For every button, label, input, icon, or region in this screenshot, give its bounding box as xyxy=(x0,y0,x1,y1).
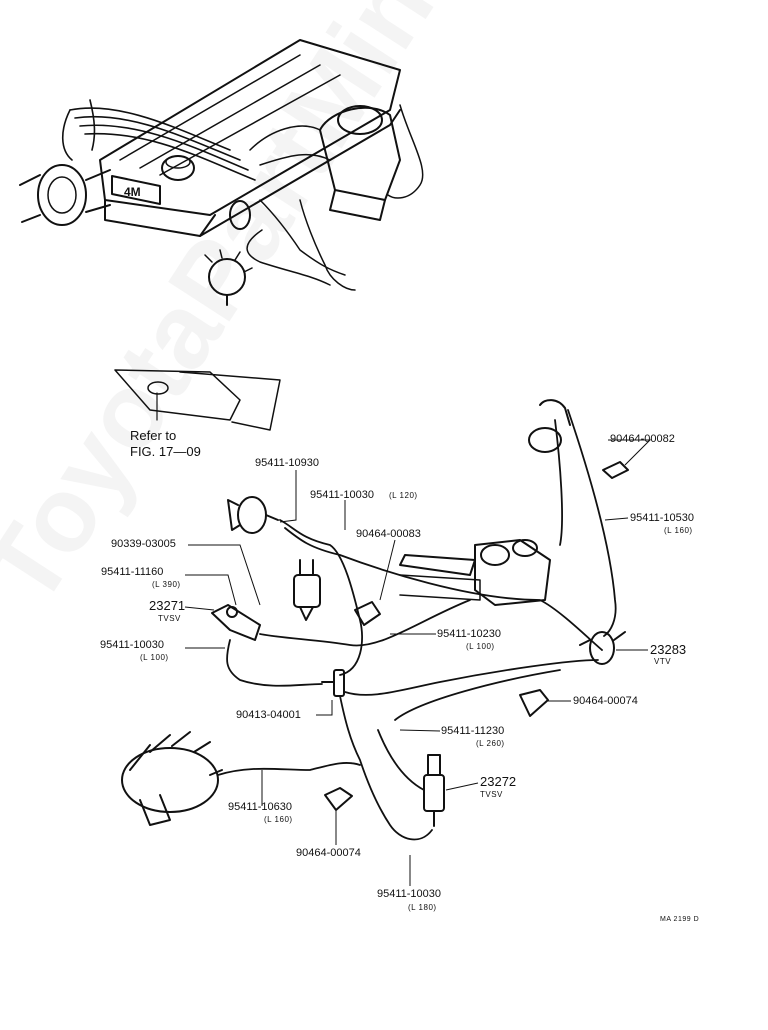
label-95411-10530-length: (L 160) xyxy=(664,526,693,535)
leader-90413-04001 xyxy=(316,700,333,716)
leader-95411-11230 xyxy=(399,729,441,732)
label-95411-10630: 95411-10630 xyxy=(228,801,293,813)
label-23271: 23271 xyxy=(149,598,186,613)
svg-text:4M: 4M xyxy=(124,185,141,199)
reference-inset xyxy=(114,369,281,431)
label-95411-11160-length: (L 390) xyxy=(152,580,181,589)
leader-23271 xyxy=(184,606,215,611)
clip-90464-00083 xyxy=(354,601,381,626)
label-95411-10230: 95411-10230 xyxy=(437,628,502,640)
label-23283: 23283 xyxy=(650,642,687,657)
label-95411-10030-a-length: (L 120) xyxy=(389,491,418,500)
label-23271-name: TVSV xyxy=(158,614,181,623)
carburetor-body xyxy=(399,539,551,606)
label-23272: 23272 xyxy=(480,774,517,789)
label-90413-04001: 90413-04001 xyxy=(236,709,301,721)
label-23283-name: VTV xyxy=(654,657,672,666)
label-90464-00074-b: 90464-00074 xyxy=(296,847,361,859)
engine-illustration xyxy=(19,39,424,306)
label-90464-00074-a: 90464-00074 xyxy=(573,695,638,707)
label-95411-11230: 95411-11230 xyxy=(441,725,505,737)
diaphragm-top-right xyxy=(528,399,571,453)
label-95411-11230-length: (L 260) xyxy=(476,739,505,748)
leader-90339-03005 xyxy=(188,544,261,606)
leader-95411-10930 xyxy=(279,470,297,523)
label-95411-10030-c-length: (L 180) xyxy=(408,903,437,912)
vacuum-hoses xyxy=(217,409,617,841)
leader-95411-10530 xyxy=(604,517,629,521)
vacuum-diaphragm-top-left xyxy=(227,496,279,534)
reference-line-2: FIG. 17—09 xyxy=(130,444,201,459)
label-95411-10230-length: (L 100) xyxy=(466,642,495,651)
label-23272-name: TVSV xyxy=(480,790,503,799)
tvsv-23271 xyxy=(211,604,261,641)
bvsv-valve-center xyxy=(293,559,321,621)
distributor-bottom xyxy=(121,731,223,826)
tvsv-23272 xyxy=(423,754,445,827)
label-95411-10030-a: 95411-10030 xyxy=(310,489,375,501)
leader-90464-00083 xyxy=(379,539,396,601)
reference-line-1: Refer to xyxy=(130,428,177,443)
leader-90464-00082 xyxy=(608,439,652,466)
label-90339-03005: 90339-03005 xyxy=(111,538,176,550)
label-95411-11160: 95411-11160 xyxy=(101,566,164,578)
drawing-id: MA 2199 D xyxy=(660,916,700,923)
label-90464-00082: 90464-00082 xyxy=(610,433,675,445)
label-90464-00083: 90464-00083 xyxy=(356,528,421,540)
clip-90464-00074-a xyxy=(519,689,549,717)
leader-95411-11160 xyxy=(185,574,237,606)
vtv-23283 xyxy=(579,631,626,665)
leader-23272 xyxy=(445,782,479,791)
label-95411-10530: 95411-10530 xyxy=(630,512,695,524)
clip-90464-00074-b xyxy=(324,787,353,811)
clip-90464-00082 xyxy=(602,461,629,479)
label-95411-10030-b-length: (L 100) xyxy=(140,653,169,662)
tee-fitting-90413-04001 xyxy=(321,669,345,697)
label-95411-10630-length: (L 160) xyxy=(264,815,293,824)
label-95411-10030-b: 95411-10030 xyxy=(100,639,165,651)
label-95411-10030-c: 95411-10030 xyxy=(377,888,442,900)
label-95411-10930: 95411-10930 xyxy=(255,457,320,469)
engine-badge: 4M xyxy=(124,185,141,199)
